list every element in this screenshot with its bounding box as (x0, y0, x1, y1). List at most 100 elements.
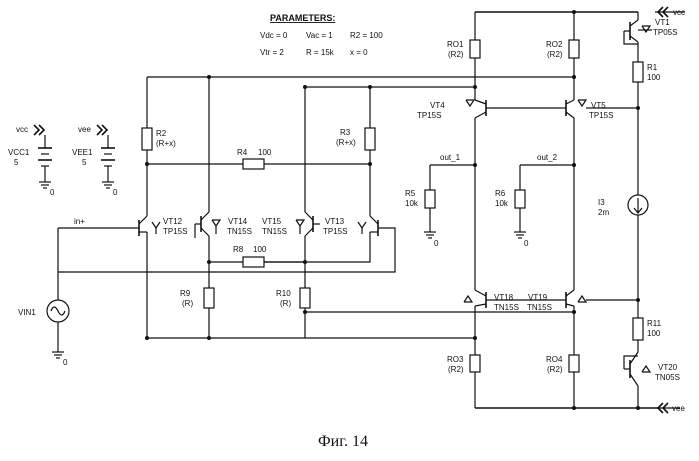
label-vt4-model: TP15S (417, 111, 441, 120)
parameters-title: PARAMETERS: (270, 13, 335, 23)
label-r1-value: 100 (647, 73, 661, 82)
label-ro2-value: (R2) (547, 50, 563, 59)
label-r10-name: R10 (276, 289, 291, 298)
resistor-ro4 (569, 355, 579, 372)
label-vin1-name: VIN1 (18, 308, 36, 317)
label-r8-value: 100 (253, 245, 267, 254)
resistor-r9 (204, 288, 214, 308)
label-ro2-name: RO2 (546, 40, 563, 49)
param-r: R = 15k (306, 48, 335, 57)
source-i3 (628, 195, 648, 215)
label-vt4-name: VT4 (430, 101, 445, 110)
param-vac: Vac = 1 (306, 31, 333, 40)
label-vt18-name: VT18 (494, 293, 514, 302)
label-vt1-model: TP05S (653, 28, 677, 37)
resistor-r11 (633, 318, 643, 340)
resistor-r10 (300, 288, 310, 308)
label-ro4-value: (R2) (547, 365, 563, 374)
label-vt19-name: VT19 (528, 293, 548, 302)
resistor-ro1 (470, 40, 480, 58)
resistor-r4 (243, 159, 264, 169)
transistors (135, 20, 650, 386)
wiring (45, 12, 685, 408)
label-r5-ground: 0 (434, 239, 439, 248)
label-vt20-name: VT20 (658, 363, 678, 372)
resistor-ro2 (569, 40, 579, 58)
transistor-vt18 (464, 290, 490, 308)
transistor-vt4 (466, 100, 490, 118)
transistor-vt1 (624, 20, 650, 44)
label-r4-name: R4 (237, 148, 248, 157)
label-vee-net: vee (78, 125, 91, 134)
component-labels: vcc VCC1 5 0 vee VEE1 5 0 in+ VIN1 0 R2 … (8, 8, 685, 413)
label-vt5-model: TP15S (589, 111, 613, 120)
label-r6-name: R6 (495, 189, 506, 198)
label-vcc-right: vcc (673, 8, 685, 17)
label-r8-name: R8 (233, 245, 244, 254)
label-r3-name: R3 (340, 128, 351, 137)
label-vt15-name: VT15 (262, 217, 282, 226)
transistor-vt13 (358, 210, 382, 236)
label-vt12-model: TP15S (163, 227, 187, 236)
label-r2-name: R2 (156, 129, 167, 138)
label-vt1-name: VT1 (655, 18, 670, 27)
label-input: in+ (74, 217, 85, 226)
param-vdc: Vdc = 0 (260, 31, 288, 40)
transistor-vt19 (562, 290, 586, 308)
supply-arrows (34, 7, 668, 413)
label-ro3-value: (R2) (448, 365, 464, 374)
label-r6-value: 10k (495, 199, 509, 208)
resistor-r3 (365, 128, 375, 150)
label-vee1-ground: 0 (113, 188, 118, 197)
transistor-vt15 (296, 212, 320, 236)
label-vt15-model: TN15S (262, 227, 287, 236)
label-vin1-ground: 0 (63, 358, 68, 367)
label-ro1-name: RO1 (447, 40, 464, 49)
label-r5-value: 10k (405, 199, 419, 208)
label-ro4-name: RO4 (546, 355, 563, 364)
label-vee1-value: 5 (82, 158, 87, 167)
resistor-r5 (425, 190, 435, 208)
label-vt14-model: TN15S (227, 227, 252, 236)
label-ro1-value: (R2) (448, 50, 464, 59)
resistor-r1 (633, 62, 643, 82)
label-vt13-model: TP15S (323, 227, 347, 236)
label-vee-right: vee (672, 404, 685, 413)
label-vt13-name: VT13 (325, 217, 345, 226)
label-vcc1-ground: 0 (50, 188, 55, 197)
label-i3-value: 2m (598, 208, 609, 217)
resistor-r6 (515, 190, 525, 208)
label-out1: out_1 (440, 153, 461, 162)
label-vcc1-name: VCC1 (8, 148, 30, 157)
figure-caption: Фиг. 14 (318, 433, 368, 450)
param-r2: R2 = 100 (350, 31, 383, 40)
label-ro3-name: RO3 (447, 355, 464, 364)
sources (38, 148, 648, 358)
label-r1-name: R1 (647, 63, 658, 72)
resistor-r2 (142, 128, 152, 150)
resistors (142, 40, 643, 372)
label-r2-value: (R+x) (156, 139, 176, 148)
param-x: x = 0 (350, 48, 368, 57)
transistor-vt14 (195, 212, 220, 238)
label-r11-value: 100 (647, 329, 661, 338)
label-vt20-model: TN05S (655, 373, 680, 382)
label-vt5-name: VT5 (591, 101, 606, 110)
label-vcc1-value: 5 (14, 158, 19, 167)
label-vt19-model: TN15S (527, 303, 552, 312)
label-vt12-name: VT12 (163, 217, 183, 226)
label-out2: out_2 (537, 153, 558, 162)
resistor-r8 (243, 257, 264, 267)
parameters-block: PARAMETERS: Vdc = 0 Vac = 1 R2 = 100 Vtr… (260, 13, 383, 57)
label-vt14-name: VT14 (228, 217, 248, 226)
param-vtr: Vtr = 2 (260, 48, 284, 57)
transistor-vt20 (624, 352, 650, 386)
label-r10-value: (R) (280, 299, 291, 308)
resistor-ro3 (470, 355, 480, 372)
label-i3-name: I3 (598, 198, 605, 207)
label-r5-name: R5 (405, 189, 416, 198)
label-r4-value: 100 (258, 148, 272, 157)
label-r6-ground: 0 (524, 239, 529, 248)
label-r9-value: (R) (182, 299, 193, 308)
